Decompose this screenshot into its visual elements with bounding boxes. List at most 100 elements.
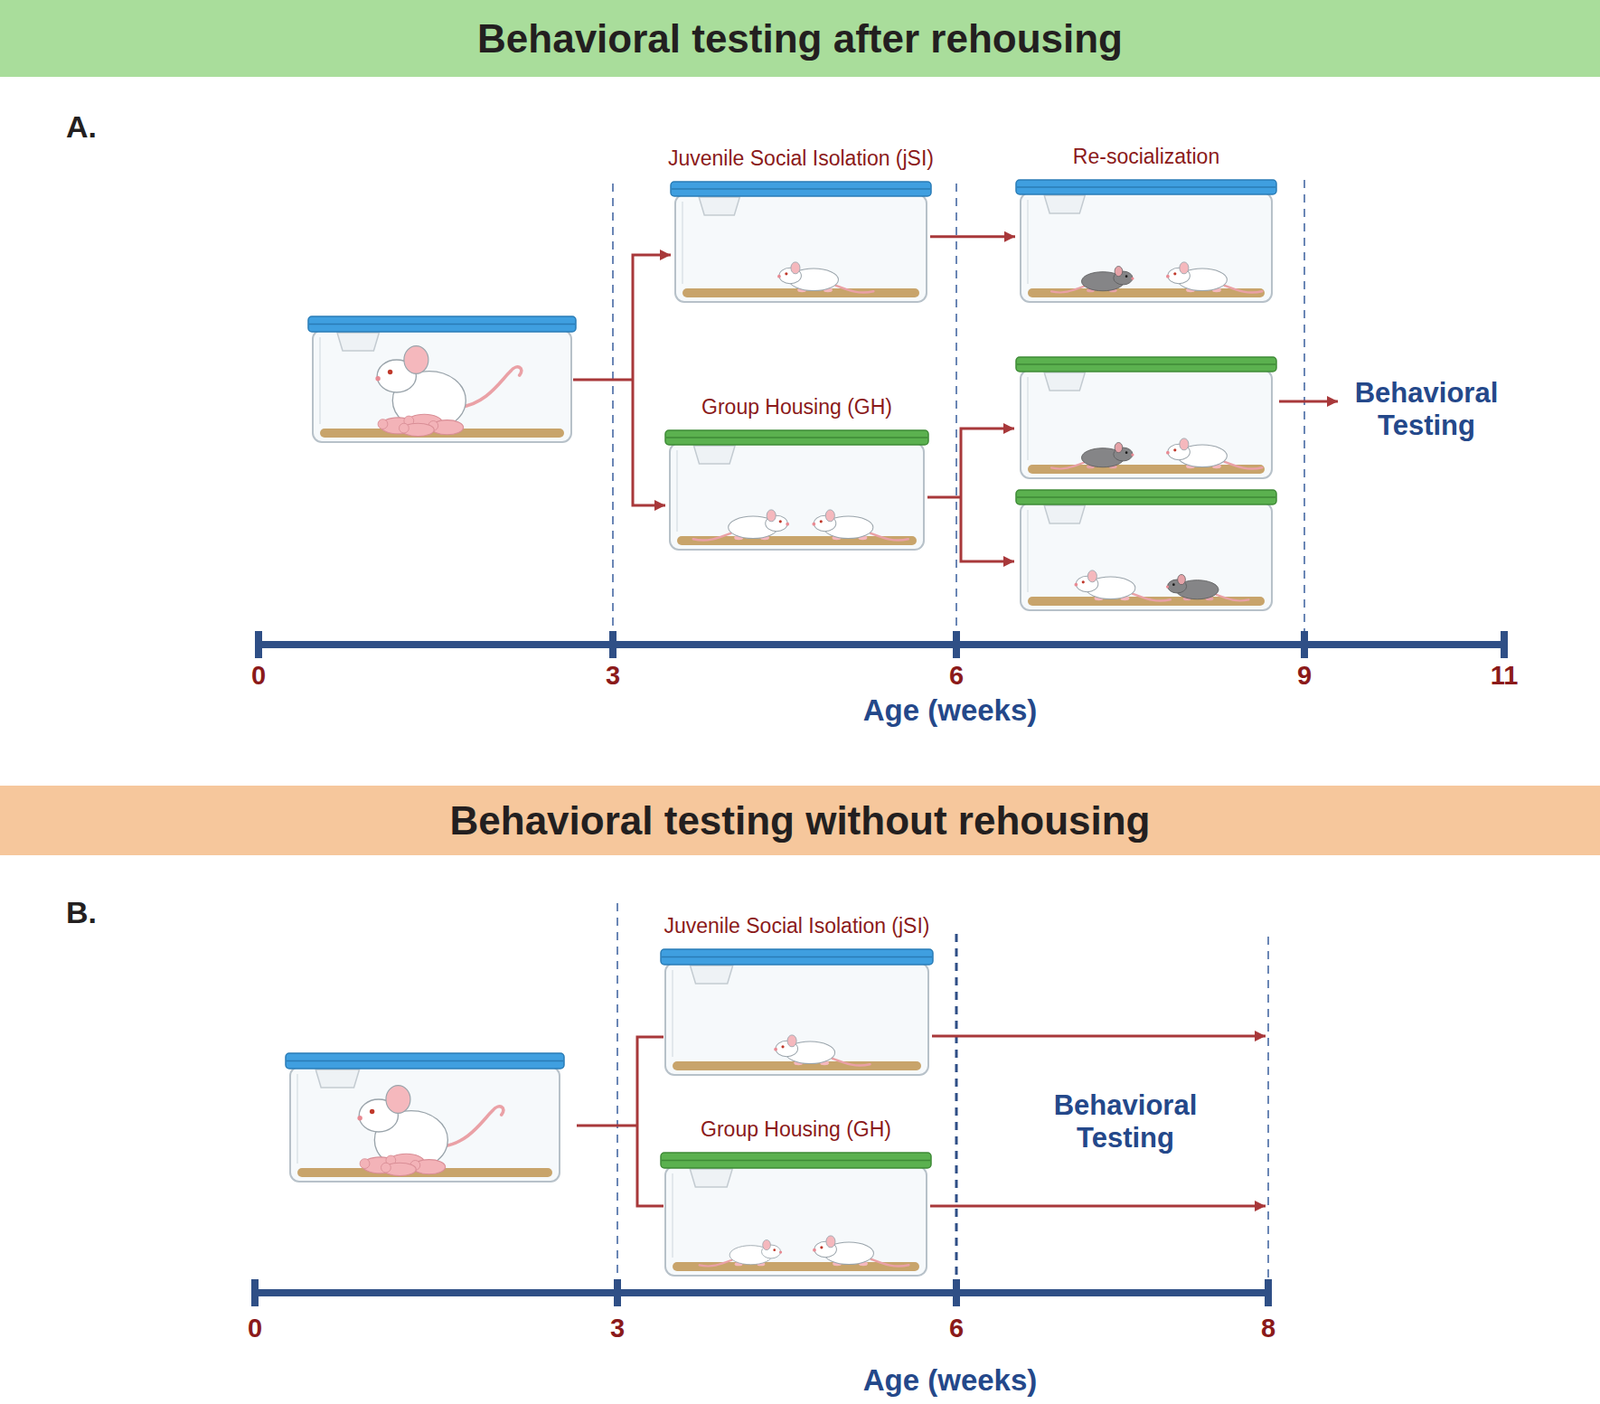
flow-arrow bbox=[632, 379, 666, 506]
lid-seam bbox=[309, 323, 575, 326]
rat-figure bbox=[811, 509, 908, 541]
pup-head bbox=[377, 419, 388, 430]
cage-node: Group Housing (GH) bbox=[668, 430, 926, 552]
age-divider bbox=[611, 183, 614, 631]
cage-lid bbox=[1016, 489, 1277, 505]
bottle-holder bbox=[337, 332, 379, 351]
flow-arrow bbox=[960, 497, 1015, 562]
axis-title: Age (weeks) bbox=[863, 1363, 1038, 1398]
panel-letter: A. bbox=[65, 109, 97, 145]
ear bbox=[404, 346, 429, 375]
lid-seam bbox=[661, 1159, 931, 1162]
cage-shine bbox=[676, 450, 678, 532]
tail bbox=[1051, 462, 1084, 470]
tail bbox=[871, 1259, 910, 1267]
age-divider bbox=[1303, 179, 1306, 631]
cage-lid bbox=[670, 181, 932, 197]
flow-arrow bbox=[927, 496, 961, 499]
eye bbox=[1173, 272, 1177, 275]
eye bbox=[369, 1109, 375, 1114]
band-title: Behavioral testing without rehousing bbox=[450, 798, 1151, 844]
tail bbox=[1224, 285, 1263, 293]
cage-body bbox=[675, 194, 927, 302]
rat-figure bbox=[812, 1235, 909, 1267]
rat-figure bbox=[1073, 570, 1170, 602]
mother-mouse bbox=[375, 346, 521, 437]
nose bbox=[1166, 274, 1170, 279]
rat-figure bbox=[693, 509, 790, 541]
condition-label: Group Housing (GH) bbox=[701, 395, 893, 420]
flow-arrow bbox=[1279, 400, 1338, 404]
flow-arrow bbox=[930, 1204, 1266, 1208]
cage-shine bbox=[1026, 376, 1029, 461]
cage bbox=[1016, 489, 1277, 611]
ear bbox=[1179, 438, 1189, 451]
flow-arrow bbox=[931, 1035, 1266, 1038]
axis-tick-label: 3 bbox=[610, 1313, 625, 1344]
nose bbox=[357, 1115, 362, 1120]
bottle-holder bbox=[690, 965, 734, 984]
cage-shine bbox=[1026, 509, 1029, 593]
mother-mouse bbox=[357, 1085, 503, 1177]
ear bbox=[766, 509, 776, 522]
age-divider bbox=[955, 183, 958, 631]
pup-head bbox=[399, 423, 410, 433]
tail bbox=[460, 367, 522, 407]
timeline-tick bbox=[254, 630, 263, 659]
tail bbox=[699, 1260, 733, 1267]
nose bbox=[375, 376, 380, 381]
ear bbox=[825, 509, 835, 522]
cage bbox=[308, 316, 576, 443]
nose bbox=[785, 522, 790, 527]
cage-body bbox=[290, 1066, 560, 1182]
bottle-holder bbox=[1044, 505, 1085, 524]
bottle-holder bbox=[689, 1168, 733, 1187]
age-divider bbox=[955, 933, 959, 1280]
cage-lid bbox=[660, 1152, 932, 1168]
eye bbox=[784, 272, 788, 275]
nose bbox=[1130, 453, 1134, 457]
timeline-axis bbox=[258, 640, 1505, 649]
timeline-tick bbox=[1264, 1279, 1272, 1307]
panel-letter: B. bbox=[65, 894, 97, 931]
cage-node: Juvenile Social Isolation (jSI) bbox=[673, 181, 929, 304]
age-divider bbox=[1267, 936, 1270, 1280]
bottle-holder bbox=[698, 197, 740, 216]
eye bbox=[819, 519, 823, 523]
condition-label: Juvenile Social Isolation (jSI) bbox=[663, 913, 930, 939]
eye bbox=[819, 1245, 823, 1249]
cage-drawing bbox=[1018, 179, 1274, 304]
eye bbox=[1172, 583, 1176, 586]
timeline-tick bbox=[952, 1279, 960, 1307]
mouse-figure bbox=[1051, 442, 1135, 469]
tail bbox=[832, 1058, 871, 1066]
eye bbox=[1125, 274, 1129, 278]
timeline-tick bbox=[1500, 630, 1508, 659]
axis-tick-label: 6 bbox=[949, 1313, 964, 1344]
bottle-holder bbox=[1044, 195, 1085, 214]
nose bbox=[811, 522, 816, 527]
rat-figure bbox=[699, 1239, 783, 1266]
lid-seam bbox=[1016, 186, 1276, 189]
eye bbox=[1173, 448, 1177, 452]
flow-arrow bbox=[960, 428, 1015, 498]
bottle-holder bbox=[1044, 372, 1085, 391]
age-divider bbox=[616, 903, 619, 1280]
ear bbox=[1177, 574, 1186, 584]
timeline-tick bbox=[952, 630, 960, 659]
ear bbox=[826, 1235, 836, 1248]
eye bbox=[781, 1044, 784, 1048]
tail bbox=[1132, 593, 1171, 602]
tail bbox=[870, 533, 909, 541]
title-band: Behavioral testing after rehousing bbox=[0, 0, 1600, 77]
bottle-holder bbox=[315, 1069, 359, 1088]
tail bbox=[442, 1106, 504, 1147]
flow-arrow bbox=[930, 235, 1016, 238]
cage-body bbox=[1020, 502, 1272, 611]
timeline-tick bbox=[613, 1279, 622, 1307]
lid-seam bbox=[1016, 496, 1276, 499]
tail bbox=[1215, 594, 1249, 602]
tail bbox=[1051, 286, 1084, 293]
tail bbox=[836, 285, 875, 293]
